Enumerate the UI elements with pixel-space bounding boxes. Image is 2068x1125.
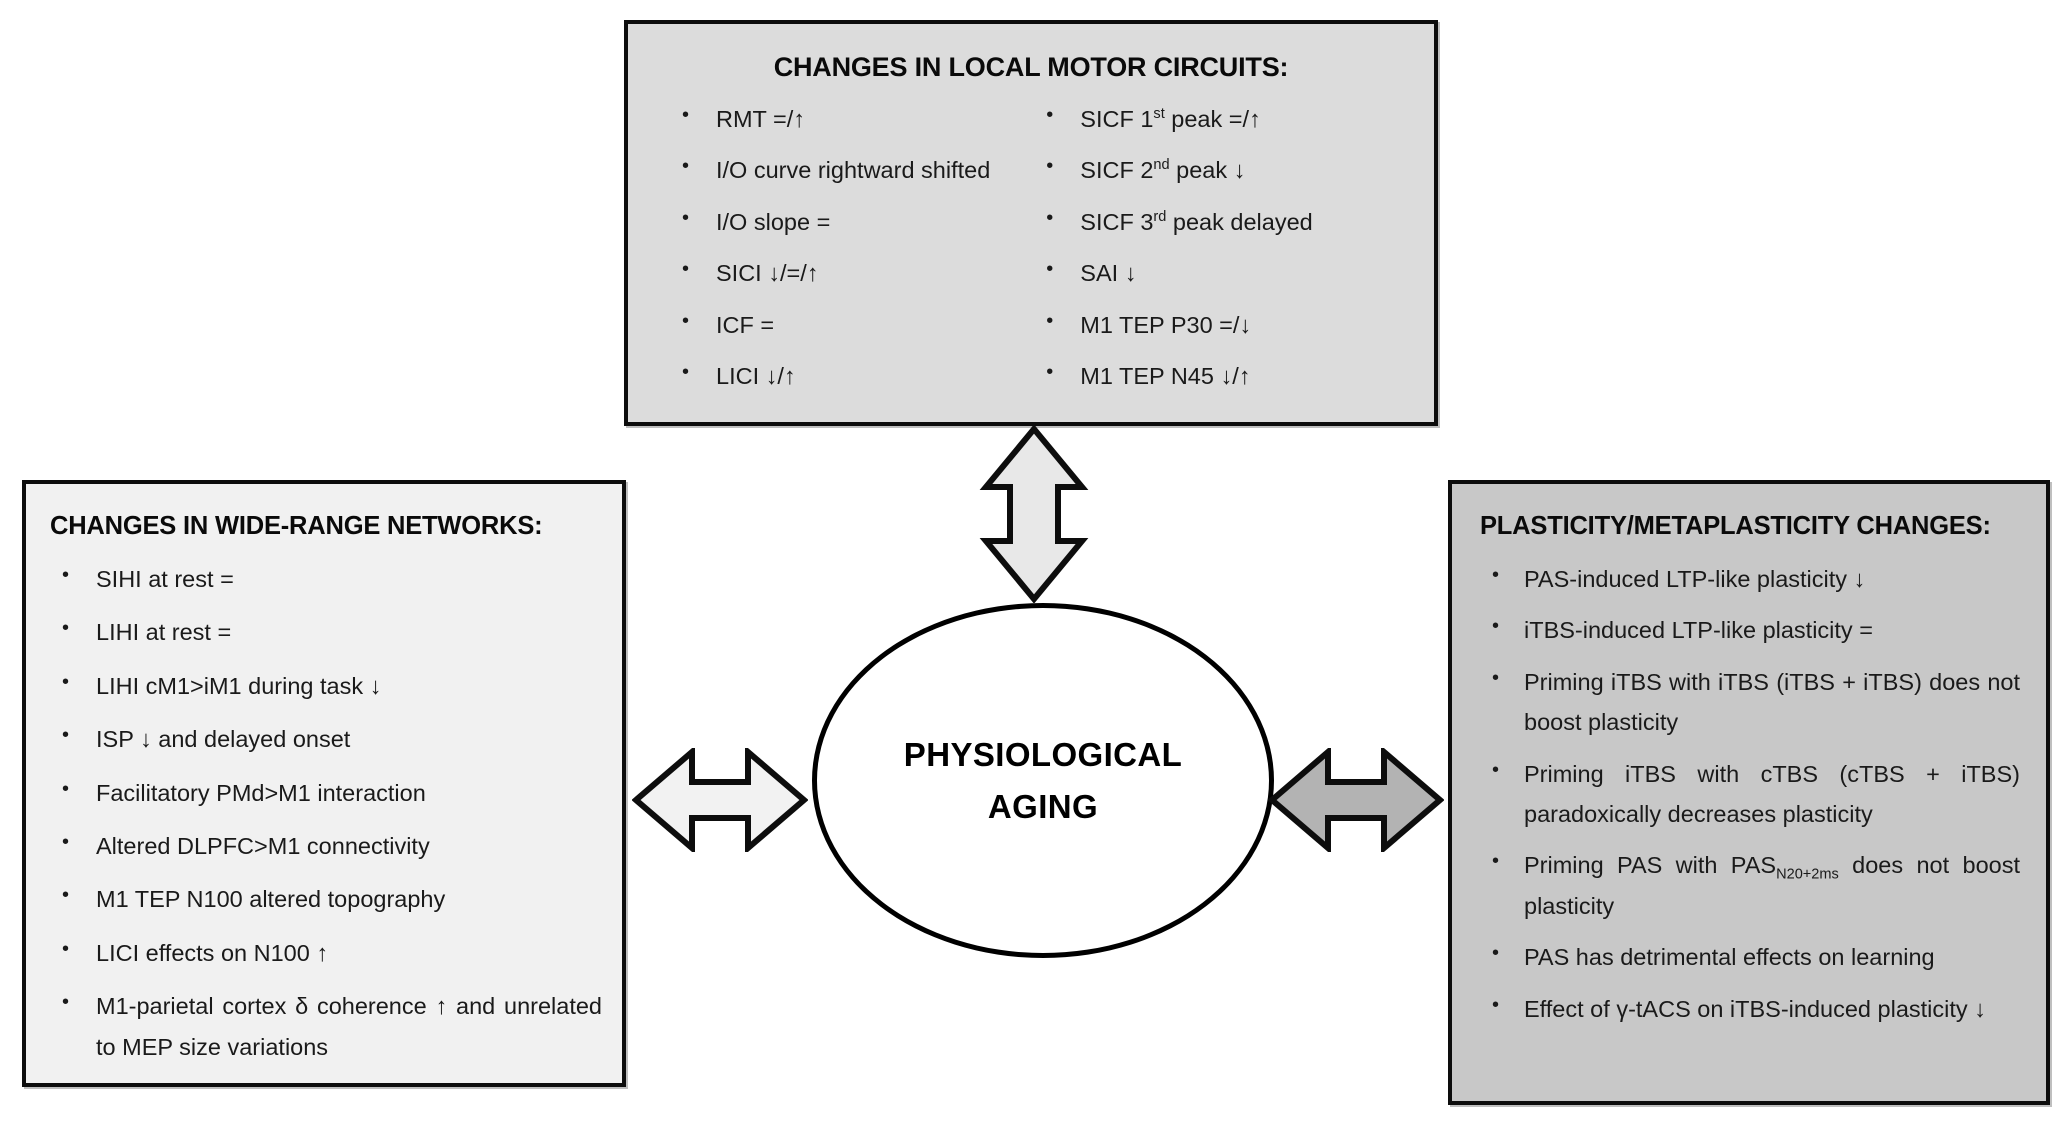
list-item: iTBS-induced LTP-like plasticity = — [1480, 609, 2020, 650]
list-item: SICF 1st peak =/↑ — [1034, 98, 1312, 139]
list-item: SAI ↓ — [1034, 252, 1312, 293]
plasticity-metaplasticity-box: PLASTICITY/METAPLASTICITY CHANGES: PAS-i… — [1448, 480, 2050, 1105]
superscript: rd — [1153, 208, 1167, 225]
list-item: Priming iTBS with cTBS (cTBS + iTBS) par… — [1480, 753, 2020, 835]
list-item: PAS-induced LTP-like plasticity ↓ — [1480, 558, 2020, 599]
physiological-aging-label-line2: AGING — [987, 787, 1099, 825]
physiological-aging-ellipse: PHYSIOLOGICAL AGING — [812, 603, 1274, 958]
wide-range-networks-list: SIHI at rest = LIHI at rest = LIHI cM1>iM1… — [26, 558, 622, 1067]
list-item: M1 TEP P30 =/↓ — [1034, 304, 1312, 345]
list-item: Altered DLPFC>M1 connectivity — [50, 825, 602, 866]
local-motor-circuits-title: CHANGES IN LOCAL MOTOR CIRCUITS: — [773, 52, 1289, 82]
list-item: SICF 3rd peak delayed — [1034, 201, 1312, 242]
list-item: LIHI at rest = — [50, 611, 602, 652]
list-item: ISP ↓ and delayed onset — [50, 718, 602, 759]
wide-range-networks-box: CHANGES IN WIDE-RANGE NETWORKS: SIHI at … — [22, 480, 626, 1087]
double-headed-horizontal-arrow-left-icon — [632, 748, 808, 852]
physiological-aging-label-line1: PHYSIOLOGICAL — [903, 736, 1183, 774]
list-item: ICF = — [670, 304, 990, 345]
plasticity-metaplasticity-title: PLASTICITY/METAPLASTICITY CHANGES: — [1480, 512, 1991, 540]
list-item: M1 TEP N100 altered topography — [50, 878, 602, 919]
list-item: SICI ↓/=/↑ — [670, 252, 990, 293]
local-motor-circuits-columns: RMT =/↑ I/O curve rightward shiftedI/O sl… — [628, 98, 1434, 407]
list-item: LICI effects on N100 ↑ — [50, 932, 602, 973]
list-item: M1 TEP N45 ↓/↑ — [1034, 355, 1312, 396]
list-item: RMT =/↑ — [670, 98, 990, 139]
list-item: LIHI cM1>iM1 during task ↓ — [50, 665, 602, 706]
list-item: Priming iTBS with iTBS (iTBS + iTBS) doe… — [1480, 661, 2020, 743]
local-motor-circuits-column-left: RMT =/↑ I/O curve rightward shiftedI/O sl… — [646, 98, 1010, 407]
plasticity-metaplasticity-list: PAS-induced LTP-like plasticity ↓ iTBS-in… — [1452, 558, 2046, 1029]
list-item: SIHI at rest = — [50, 558, 602, 599]
list-item: SICF 2nd peak ↓ — [1034, 149, 1312, 190]
list-item: PAS has detrimental effects on learning — [1480, 936, 2020, 977]
double-headed-vertical-arrow-icon — [979, 425, 1089, 603]
superscript: nd — [1153, 157, 1170, 174]
local-motor-circuits-column-right: SICF 1st peak =/↑ SICF 2nd peak ↓ SICF 3rd… — [1010, 98, 1332, 407]
wide-range-networks-title: CHANGES IN WIDE-RANGE NETWORKS: — [50, 512, 543, 540]
subscript: N20+2ms — [1776, 867, 1839, 884]
list-item: I/O slope = — [670, 201, 990, 242]
list-item: Priming PAS with PASN20+2ms does not boo… — [1480, 844, 2020, 926]
list-item: I/O curve rightward shifted — [670, 149, 990, 190]
list-item: LICI ↓/↑ — [670, 355, 990, 396]
double-headed-horizontal-arrow-right-icon — [1268, 748, 1444, 852]
list-item: M1-parietal cortex δ coherence ↑ and unr… — [50, 985, 602, 1067]
list-item: Effect of γ-tACS on iTBS-induced plastic… — [1480, 988, 2020, 1029]
list-item: Facilitatory PMd>M1 interaction — [50, 772, 602, 813]
local-motor-circuits-box: CHANGES IN LOCAL MOTOR CIRCUITS: RMT =/↑… — [624, 20, 1438, 426]
superscript: st — [1153, 106, 1165, 123]
